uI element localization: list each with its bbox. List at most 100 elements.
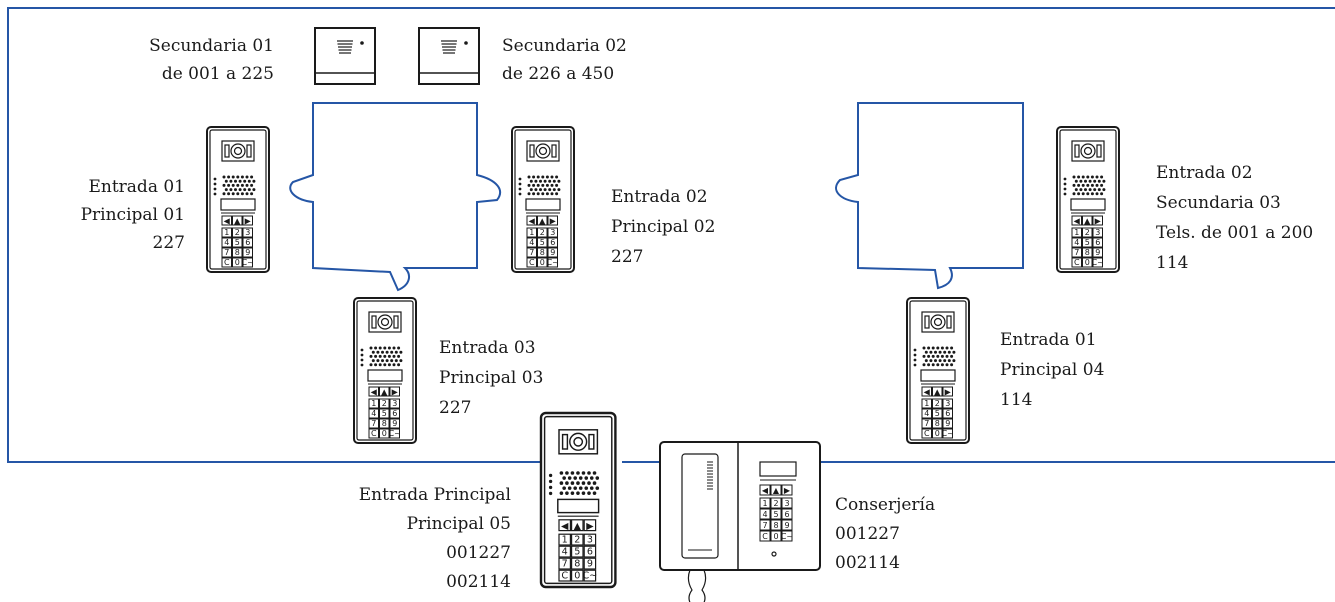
speaker-grille-dot: [252, 188, 256, 192]
keypad-key-label: 9: [784, 521, 789, 530]
keypad-key: [242, 257, 253, 268]
keypad-key-label: 6: [392, 409, 397, 418]
speaker-grille-dot: [1102, 188, 1106, 192]
keypad-key: [770, 508, 782, 520]
nav-arrow-icon: ▶: [550, 217, 557, 226]
speaker-grille-dot: [595, 486, 600, 490]
camera-led-left: [371, 315, 377, 329]
speaker-grille-dot: [381, 359, 384, 363]
speaker-grille-dot: [250, 175, 254, 179]
speaker-grille-dot: [1072, 175, 1076, 179]
status-led-icon: [1063, 192, 1067, 196]
building-2-outline: [835, 102, 1024, 290]
concierge-line-2: 001227: [835, 524, 900, 544]
keypad-key-label: 5: [382, 409, 387, 418]
keypad-key-label: C~: [781, 532, 793, 541]
speaker-grille-dot: [369, 346, 373, 350]
speaker-grille-dot: [374, 346, 378, 350]
speaker-grille-dot: [369, 363, 373, 367]
keypad-key-label: C: [224, 258, 230, 267]
keypad-key-label: 5: [773, 510, 778, 519]
keypad-key: [221, 237, 232, 248]
keypad-key-label: 0: [1085, 258, 1090, 267]
camera-lens-icon: [569, 432, 588, 451]
panel-5-line-2: Principal 04: [1000, 360, 1104, 380]
camera-led-right: [946, 315, 952, 329]
camera-led-right: [551, 144, 557, 158]
speaker-grille-dot: [587, 481, 591, 485]
keypad-key: [1071, 227, 1082, 238]
speaker-grille-dot: [1095, 192, 1099, 196]
keypad-key: [379, 408, 390, 419]
panel-display: [557, 498, 600, 514]
speaker-grille-dot: [231, 183, 235, 187]
camera-led-right: [393, 315, 399, 329]
speaker-grille-dot: [940, 363, 944, 367]
keypad-key: [1071, 247, 1082, 258]
panel-1-line-2: Principal 01: [81, 205, 185, 225]
speaker-grille-dot: [534, 179, 538, 183]
building-1-outline: [289, 102, 502, 292]
keypad-key-label: 7: [762, 521, 767, 530]
site-boundary: [7, 7, 1335, 463]
keypad-key: [558, 533, 572, 546]
speaker-grille-dot: [947, 359, 951, 363]
keypad-key: [547, 247, 558, 258]
keypad-key: [759, 497, 771, 509]
speaker-grille-dot: [1077, 183, 1081, 187]
speaker-grille-dot: [559, 471, 564, 475]
keypad-key: [781, 497, 793, 509]
speaker-grille-dot: [570, 481, 575, 485]
speaker-grille-dot: [529, 188, 533, 192]
keypad-key: [232, 247, 243, 258]
speaker-grille-dot: [541, 175, 545, 179]
keypad-key-label: 8: [935, 419, 940, 428]
speaker-grille-dot: [931, 363, 935, 367]
nav-key: [1071, 215, 1082, 226]
speaker-grille-dot: [548, 188, 552, 192]
speaker-grille-dot: [945, 363, 949, 367]
speaker-grille-dot: [927, 363, 931, 367]
concierge-nav-arrow-icon: ▲: [773, 486, 780, 495]
nav-key: [368, 386, 379, 397]
nav-key: [221, 215, 232, 226]
panel-bezel: [1059, 129, 1117, 270]
speaker-grille-dot: [559, 491, 564, 495]
keypad-key-label: 1: [529, 228, 534, 237]
speaker-grille-dot: [584, 486, 589, 490]
speaker-grille-dot: [550, 175, 554, 179]
nav-arrow-icon: ◀: [924, 388, 931, 397]
speaker-grille-dot: [536, 192, 540, 196]
speaker-grille-dot: [936, 354, 940, 358]
monitor-1-name: Secundaria 01: [149, 36, 274, 56]
panel-2-line-1: Entrada 02: [611, 187, 708, 207]
keypad-key: [932, 428, 943, 439]
keypad-key: [537, 247, 548, 258]
speaker-grille-dot: [595, 476, 600, 480]
keypad-key-label: 4: [224, 238, 229, 247]
panel-3-line-1: Entrada 03: [439, 338, 536, 358]
camera-icon: [368, 311, 402, 333]
keypad-key-label: C~: [942, 429, 954, 438]
camera-lens-inner: [380, 317, 390, 327]
speaker-grille-dot: [527, 192, 531, 196]
panel-display: [1070, 198, 1106, 211]
concierge-nav-key: [781, 484, 793, 496]
speaker-grille-dot: [924, 359, 928, 363]
nav-arrow-icon: ▶: [945, 388, 952, 397]
speaker-grille-dot: [1084, 179, 1087, 183]
speaker-grille-dot: [1100, 192, 1104, 196]
speaker-grille-dot: [927, 354, 931, 358]
speaker-grille-dot: [394, 359, 398, 363]
speaker-grille-dot: [385, 350, 389, 354]
camera-led-left: [924, 315, 930, 329]
keypad-key: [583, 557, 597, 570]
camera-lens-icon: [1080, 143, 1096, 159]
keypad-key: [781, 519, 793, 531]
panel-display: [920, 369, 956, 382]
camera-led-left: [529, 144, 535, 158]
keypad-key-label: C: [561, 571, 568, 582]
